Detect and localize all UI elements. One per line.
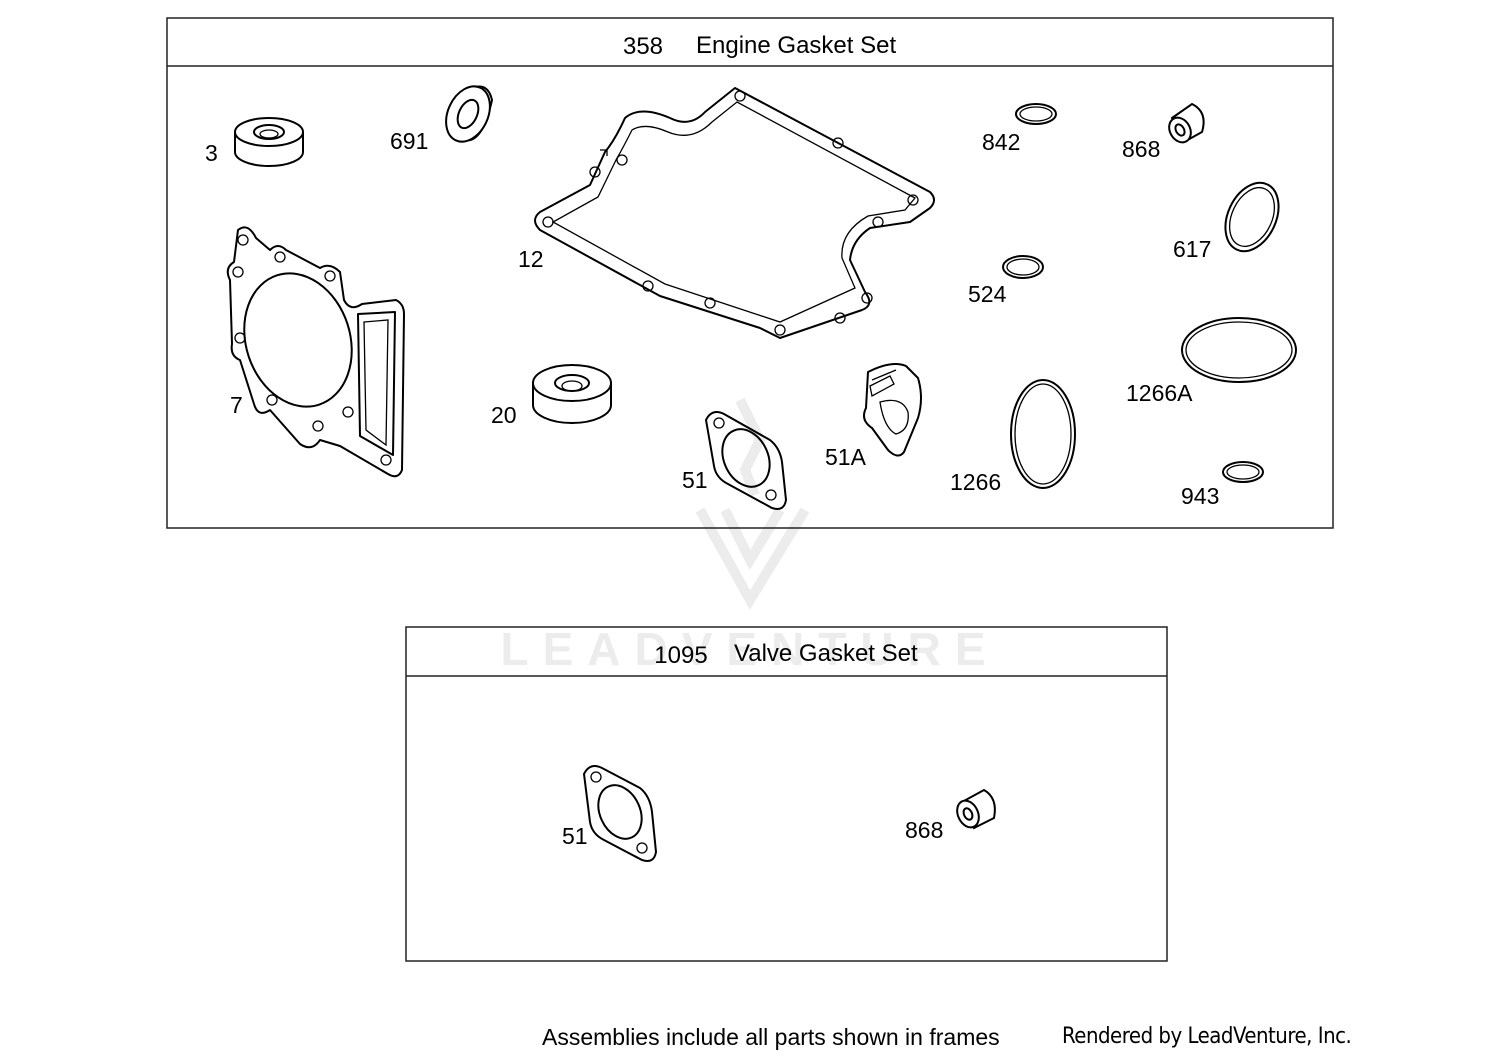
callout-3[interactable]: 3 (205, 140, 218, 166)
part-617-o-ring[interactable] (1215, 174, 1289, 260)
engine-gasket-frame: 358 Engine Gasket Set 3 691 (166, 17, 1334, 529)
valve-callout-868[interactable]: 868 (905, 817, 943, 843)
callout-7[interactable]: 7 (230, 392, 243, 418)
engine-frame-border (166, 17, 1334, 529)
footer-rendered-by: Rendered by LeadVenture, Inc. (1062, 1024, 1352, 1049)
callout-1266[interactable]: 1266 (950, 469, 1001, 495)
part-20-oil-seal[interactable] (532, 364, 612, 424)
callout-943[interactable]: 943 (1181, 483, 1219, 509)
valve-frame-border (405, 626, 1168, 962)
watermark-text: LEADVENTURE (500, 623, 999, 675)
valve-frame-title: Valve Gasket Set (734, 640, 918, 667)
callout-1266a[interactable]: 1266A (1126, 380, 1193, 406)
callout-868[interactable]: 868 (1122, 136, 1160, 162)
callout-617[interactable]: 617 (1173, 236, 1211, 262)
part-12-crankcase-gasket[interactable] (534, 87, 935, 339)
valve-callout-51[interactable]: 51 (562, 823, 588, 849)
engine-frame-title: Engine Gasket Set (696, 32, 896, 59)
valve-gasket-frame: 1095 Valve Gasket Set 51 868 (405, 626, 1168, 962)
part-1266-o-ring[interactable] (1010, 379, 1076, 489)
callout-51a[interactable]: 51A (825, 444, 867, 470)
callout-12[interactable]: 12 (518, 246, 544, 272)
valve-part-868-valve-seal[interactable] (953, 788, 996, 831)
part-868-valve-seal[interactable] (1165, 102, 1205, 146)
callout-842[interactable]: 842 (982, 129, 1020, 155)
part-1266a-o-ring[interactable] (1181, 317, 1297, 383)
part-524-o-ring[interactable] (1002, 255, 1044, 279)
callout-524[interactable]: 524 (968, 281, 1007, 307)
part-943-o-ring[interactable] (1222, 461, 1264, 483)
footer-assemblies-note: Assemblies include all parts shown in fr… (542, 1024, 1000, 1050)
part-3-oil-seal[interactable] (234, 117, 304, 167)
valve-part-51-exhaust-gasket[interactable] (583, 765, 657, 862)
callout-51[interactable]: 51 (682, 467, 708, 493)
callout-20[interactable]: 20 (491, 402, 517, 428)
part-51-exhaust-gasket[interactable] (705, 411, 787, 510)
part-691-oil-seal[interactable] (438, 79, 499, 148)
part-842-o-ring[interactable] (1015, 103, 1057, 125)
watermark-logo (695, 397, 810, 610)
valve-frame-number[interactable]: 1095 (654, 642, 707, 669)
part-7-cylinder-head-gasket[interactable] (226, 226, 405, 478)
engine-frame-number[interactable]: 358 (623, 33, 663, 60)
callout-691[interactable]: 691 (390, 128, 428, 154)
part-51a-intake-gasket[interactable] (863, 363, 922, 457)
watermark: LEADVENTURE (500, 397, 999, 675)
